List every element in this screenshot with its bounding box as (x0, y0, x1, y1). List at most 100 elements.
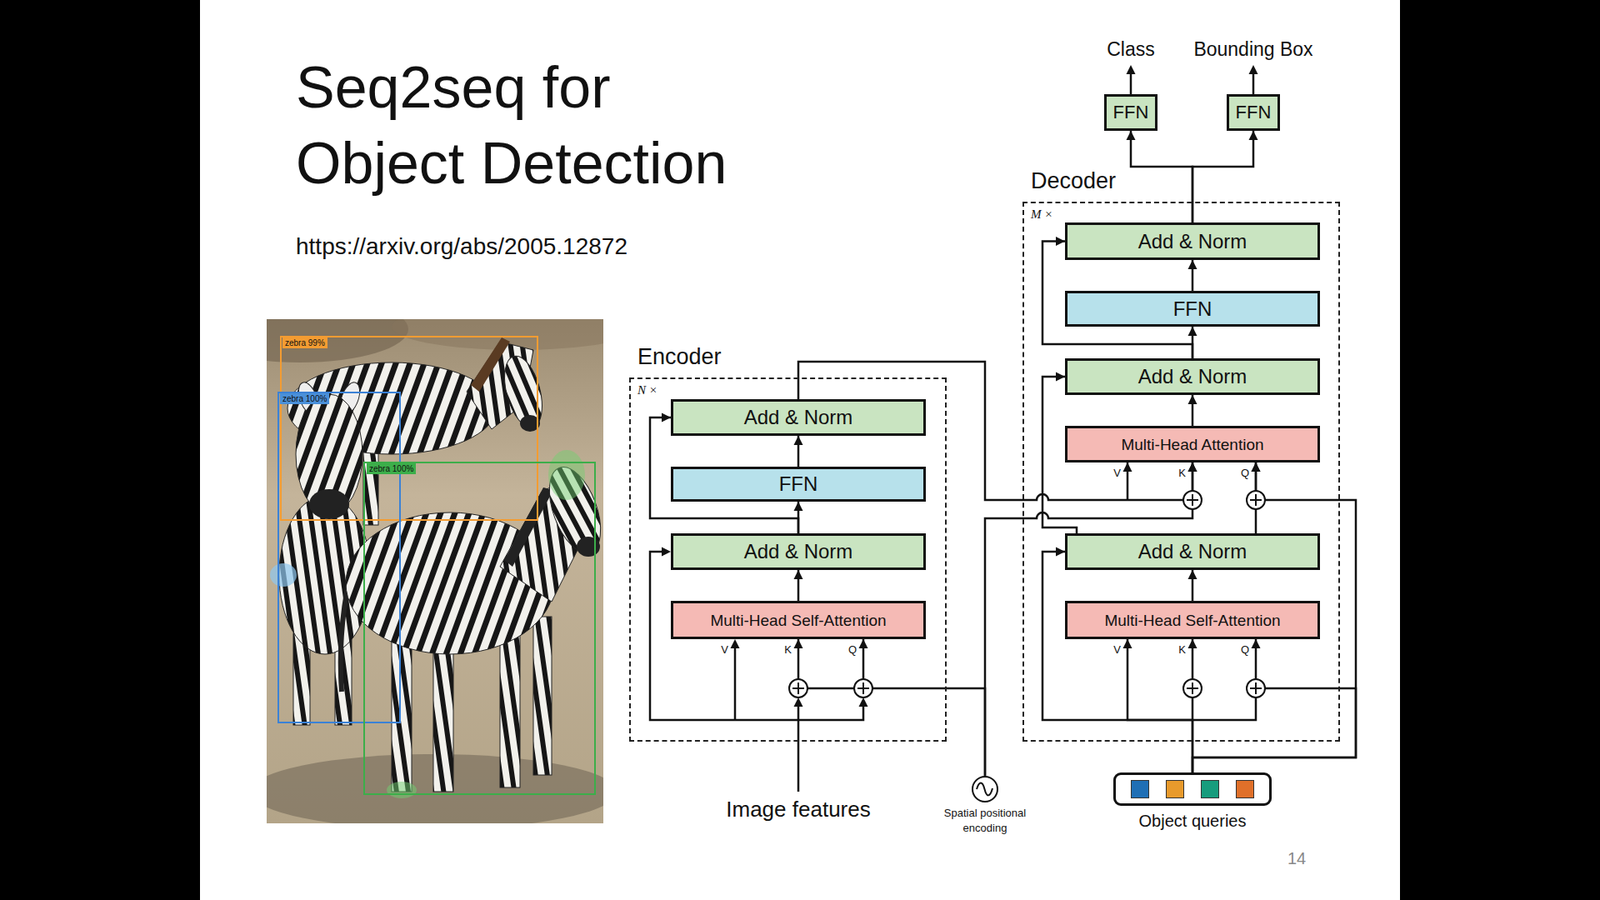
arrowhead (1123, 639, 1133, 649)
arrowhead (1055, 372, 1065, 382)
port-label: V (703, 642, 729, 657)
drawn-circle (1183, 679, 1202, 698)
arrowhead (1249, 130, 1259, 140)
drawn-polygon (730, 639, 740, 649)
drawn-circle (1183, 490, 1202, 510)
arrowhead (794, 639, 804, 649)
arrowhead (1055, 547, 1065, 557)
output-label: Bounding Box (1193, 38, 1313, 61)
port-label: V (1095, 465, 1121, 480)
drawn-path (1250, 494, 1262, 506)
sum-symbol (1246, 490, 1265, 510)
arrowhead (794, 435, 804, 445)
drawn-path (1186, 682, 1199, 695)
query-square (1200, 780, 1220, 799)
drawn-circle (854, 679, 873, 698)
connector (794, 435, 804, 467)
port-label: Q (1224, 465, 1250, 480)
sum-symbol (789, 679, 808, 698)
drawn-path (1130, 73, 1254, 95)
connector-line (798, 639, 985, 776)
drawn-rect (278, 392, 400, 723)
box-label: Multi-Head Attention (1120, 435, 1264, 455)
arrowhead (1055, 236, 1065, 246)
paper-link: https://arxiv.org/abs/2005.12872 (295, 233, 628, 260)
arrowhead (1251, 462, 1261, 472)
attention-box: Multi-Head Self-Attention (1065, 600, 1320, 640)
arrowhead (1188, 462, 1198, 472)
box-label: FFN (1113, 101, 1150, 124)
arrowhead (1251, 462, 1261, 472)
connector (1188, 260, 1198, 291)
sum-symbol (854, 679, 873, 698)
drawn-rect (391, 633, 412, 792)
port-label: K (1160, 642, 1186, 657)
repeat-count: N × (637, 383, 658, 398)
arrowhead (1188, 639, 1198, 649)
query-square (1165, 780, 1185, 799)
drawn-rect (364, 462, 595, 795)
slide-title: Seq2seq for Object Detection (295, 50, 763, 202)
drawn-ellipse (576, 536, 600, 557)
connector (1126, 130, 1194, 223)
box-label: Add & Norm (744, 405, 854, 430)
connector-line (1130, 130, 1193, 223)
connector-line (1127, 639, 1356, 773)
output-leaders (1130, 73, 1254, 95)
detection-tag: zebra 100% (366, 463, 416, 475)
add-norm-box: Add & Norm (670, 533, 926, 570)
connector (794, 639, 986, 776)
port-label: Q (1224, 642, 1250, 657)
query-caption: Object queries (1139, 811, 1247, 831)
port-label: V (1095, 642, 1121, 657)
box-label: FFN (1173, 297, 1213, 321)
add-norm-box: Add & Norm (1065, 222, 1320, 260)
detection-tag: zebra 99% (282, 337, 328, 349)
sine-symbol (973, 777, 996, 800)
arrowhead (1123, 462, 1133, 472)
port-label: K (766, 642, 792, 657)
connector (1192, 130, 1259, 223)
repeat-count: M × (1030, 207, 1053, 222)
drawn-path (470, 337, 510, 392)
drawn-polygon (1249, 65, 1259, 75)
drawn-ellipse (266, 319, 409, 363)
sum-symbols (789, 490, 1265, 698)
ffn-box: FFN (670, 466, 926, 502)
drawn-rect (280, 336, 538, 520)
arrowhead (1188, 395, 1198, 405)
sum-symbol (1246, 679, 1265, 698)
sum-symbol (1183, 679, 1202, 698)
arrowhead (1188, 260, 1198, 270)
connector (1188, 570, 1198, 601)
query-square (1235, 780, 1255, 799)
port-label: Q (831, 642, 857, 657)
box-label: Add & Norm (744, 540, 854, 564)
output-ffn-box: FFN (1104, 94, 1158, 131)
drawn-rect (500, 633, 520, 788)
drawn-path (792, 682, 805, 695)
arrowhead (794, 570, 804, 580)
drawn-rect (533, 616, 552, 775)
group-heading: Encoder (637, 344, 722, 370)
page-number: 14 (1287, 848, 1306, 869)
connector-line (1192, 130, 1254, 223)
drawn-path (857, 682, 870, 695)
connector (794, 570, 804, 601)
box-label: Add & Norm (1138, 365, 1248, 389)
arrowhead (1251, 639, 1261, 649)
connector (1123, 639, 1357, 773)
drawn-path (1186, 494, 1199, 506)
drawn-ellipse (386, 781, 417, 799)
output-ffn-box: FFN (1226, 94, 1280, 131)
arrowhead (661, 413, 671, 423)
arrowhead (1188, 570, 1198, 580)
ffn-box: FFN (1065, 290, 1320, 327)
detection-tag: zebra 100% (280, 393, 330, 405)
drawn-polygon (794, 697, 804, 707)
drawn-circle (1246, 679, 1265, 698)
drawn-g (266, 319, 604, 824)
